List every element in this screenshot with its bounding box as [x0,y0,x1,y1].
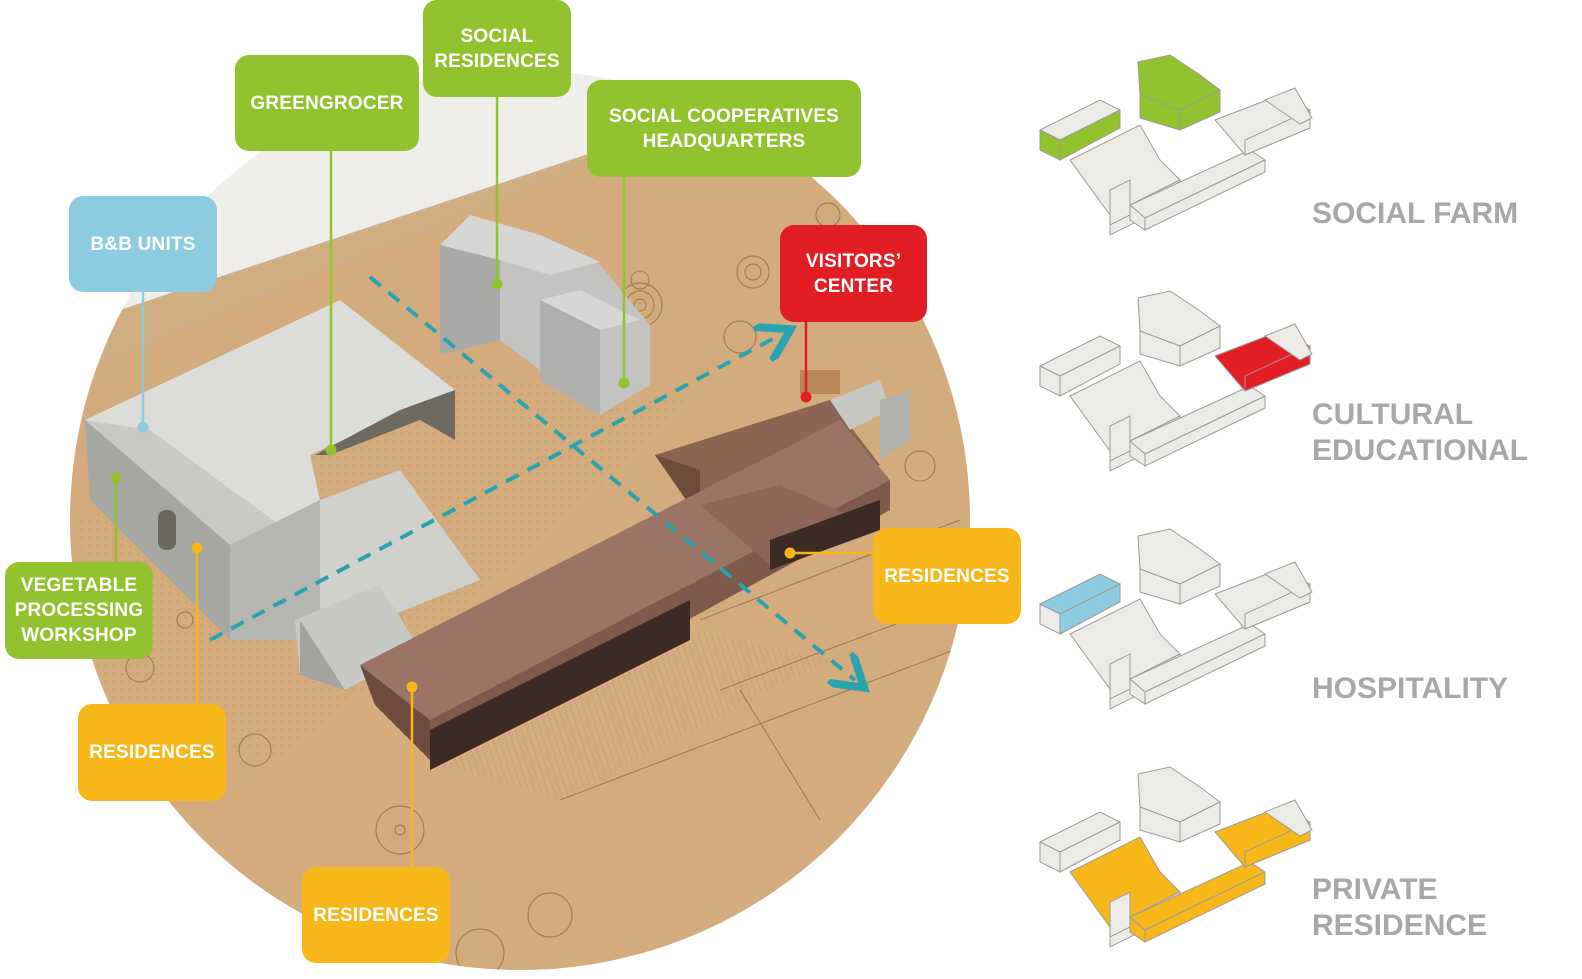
legend-drawing-hospitality [1038,528,1313,710]
legend-drawings [1038,54,1313,948]
greengrocer-model [85,300,480,690]
striped-area [420,630,830,800]
model-photo [70,70,970,970]
social-residences-model [440,215,650,415]
legend-label-social-farm: SOCIAL FARM [1312,197,1519,230]
legend-drawing-social-farm [1038,54,1313,236]
leader-lines [114,96,874,867]
legend-drawing-cultural-educational [1038,290,1313,472]
legend-drawing-private-residence [1038,766,1313,948]
callout-social-cooperatives: SOCIAL COOPERATIVES HEADQUARTERS [587,80,861,177]
callout-residences-bottom: RESIDENCES [302,867,450,963]
residences-model [360,380,910,770]
callout-bb-units: B&B UNITS [69,196,217,292]
circulation-arrows [209,275,855,680]
callout-residences-right: RESIDENCES [873,528,1021,624]
callout-visitors-center: VISITORS’ CENTER [780,225,927,322]
callout-greengrocer: GREENGROCER [235,55,419,151]
callout-residences-left: RESIDENCES [78,704,226,801]
leader-dots [110,278,812,693]
callout-social-residences: SOCIAL RESIDENCES [423,0,571,97]
legend-label-hospitality: HOSPITALITY [1312,672,1509,705]
callout-vegetable-workshop: VEGETABLE PROCESSING WORKSHOP [5,562,153,659]
legend-label-private-residence: PRIVATE RESIDENCE [1312,873,1488,942]
legend-label-cultural-educational: CULTURAL EDUCATIONAL [1312,398,1529,467]
